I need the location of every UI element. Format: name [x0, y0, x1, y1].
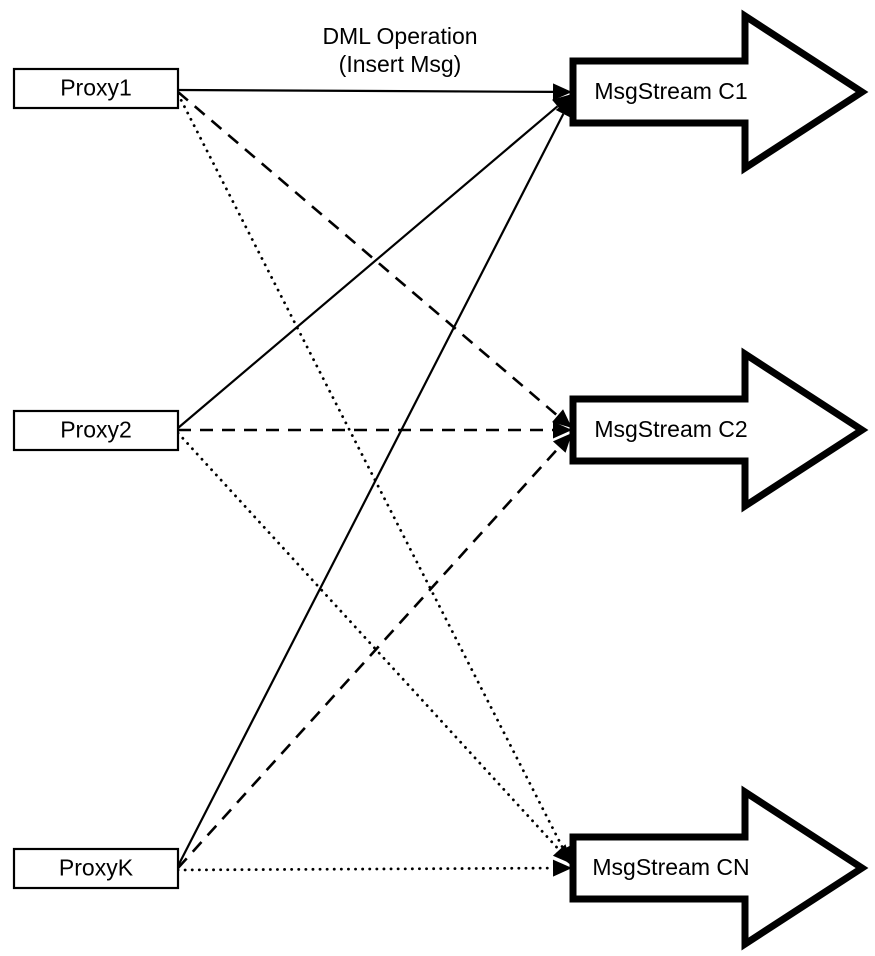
- node-label: Proxy2: [60, 417, 132, 443]
- edge-proxyk-to-cn: [176, 859, 572, 877]
- node-proxy2[interactable]: Proxy2: [12, 409, 180, 452]
- node-box-outline: [12, 67, 180, 110]
- edge-stroke-dashed: [177, 446, 561, 869]
- edge-stroke-dotted: [176, 866, 555, 872]
- edge-stroke-dashed: [177, 91, 559, 417]
- edge-stroke-dotted: [176, 92, 565, 851]
- block-arrow-icon: [569, 347, 869, 513]
- node-stream_cn[interactable]: MsgStream CN: [569, 785, 869, 951]
- arrowhead-icon: [552, 94, 572, 113]
- edge-proxy2-to-c2: [178, 421, 572, 439]
- arrowhead-icon: [553, 421, 572, 439]
- edge-proxyk-to-c1: [177, 97, 572, 867]
- caption-line-2: (Insert Msg): [339, 51, 462, 77]
- edge-proxy2-to-cn: [176, 431, 572, 864]
- node-proxyk[interactable]: ProxyK: [12, 847, 180, 890]
- node-label: MsgStream C1: [594, 78, 747, 104]
- arrowhead-icon: [552, 844, 572, 864]
- node-label: ProxyK: [59, 855, 134, 881]
- node-stream_c2[interactable]: MsgStream C2: [569, 347, 869, 513]
- edge-proxyk-to-c2: [177, 433, 572, 869]
- node-stream_c1[interactable]: MsgStream C1: [569, 9, 869, 175]
- caption-line-1: DML Operation: [322, 23, 477, 49]
- node-box-outline: [12, 409, 180, 452]
- block-arrow-icon: [569, 9, 869, 175]
- arrowhead-icon: [552, 83, 572, 101]
- node-label: MsgStream C2: [594, 416, 747, 442]
- dml-operation-caption: DML Operation (Insert Msg): [322, 23, 477, 77]
- streams-layer: MsgStream C1 MsgStream C2 MsgStream CN: [569, 9, 869, 951]
- edge-proxy1-to-c1: [177, 83, 572, 101]
- edge-stroke-solid: [177, 105, 559, 429]
- node-box-outline: [12, 847, 180, 890]
- node-proxy1[interactable]: Proxy1: [12, 67, 180, 110]
- node-label: Proxy1: [60, 75, 132, 101]
- edge-proxy2-to-c1: [177, 94, 572, 429]
- arrowhead-icon: [555, 97, 572, 118]
- arrowhead-icon: [552, 859, 572, 877]
- node-label: MsgStream CN: [592, 854, 749, 880]
- arrowhead-icon: [552, 433, 572, 453]
- edge-stroke-solid: [177, 113, 565, 867]
- edge-stroke-solid: [177, 88, 554, 94]
- edges-layer: [176, 83, 572, 877]
- block-arrow-icon: [569, 785, 869, 951]
